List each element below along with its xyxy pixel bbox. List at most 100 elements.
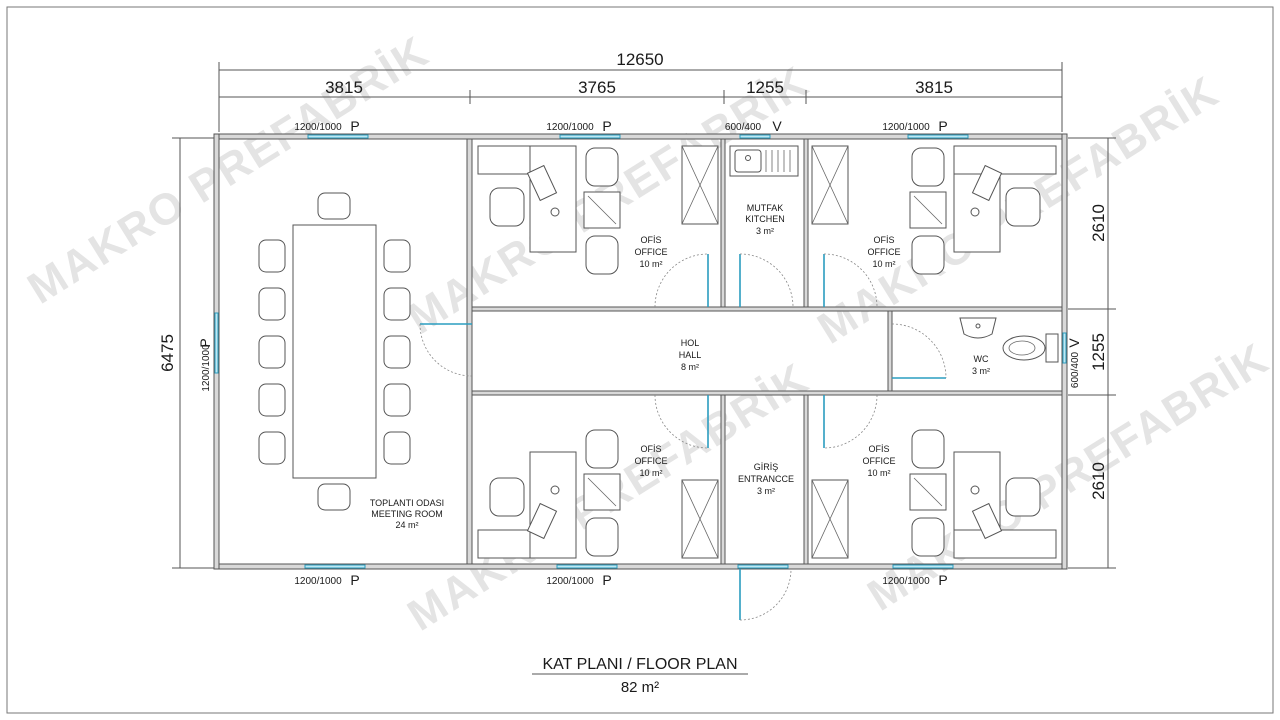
room-meeting-name-en: MEETING ROOM [371,509,443,519]
window-labels: 1200/1000 P 1200/1000 P 600/400 V 1200/1… [197,118,1082,588]
office-furniture-top-left [477,145,719,275]
keyboard-icon [526,502,558,540]
room-office-bl-name-tr: OFİS [640,444,661,454]
room-hall-name-tr: HOL [681,338,700,348]
wc-fixtures [959,317,1059,363]
keyboard-icon [526,164,558,202]
room-office-br-area: 10 m² [867,468,890,478]
window-mark-p: P [602,572,611,588]
window-mark-p: P [938,572,947,588]
dim-segment-3: 1255 [746,78,784,97]
room-kitchen-name-en: KITCHEN [745,214,785,224]
room-wc-name: WC [974,354,989,364]
office-furniture-bottom-right [811,429,1057,559]
chair-icon [585,517,619,557]
room-office-br-name-en: OFFICE [863,456,896,466]
toilet-tank [1045,333,1059,363]
dim-total-width: 12650 [616,50,663,69]
chair-icon [911,429,945,469]
plan-title: KAT PLANI / FLOOR PLAN 82 m² [532,656,748,696]
drawing-border [6,6,1274,714]
mouse-icon [970,485,980,495]
chair-icon [1005,187,1041,227]
window-label-right: 600/400 [1070,351,1081,388]
window-label-bottom-2: 1200/1000 [546,576,594,587]
room-office-tl-area: 10 m² [639,259,662,269]
desk [529,451,577,559]
window-label-top-4: 1200/1000 [882,122,930,133]
room-office-tr-area: 10 m² [872,259,895,269]
window-label-bottom-3: 1200/1000 [882,576,930,587]
mouse-icon [550,207,560,217]
right-dimensions: 2610 1255 2610 [1068,137,1116,569]
kitchen-sink-icon [729,145,799,177]
room-office-bl-area: 10 m² [639,468,662,478]
room-kitchen-area: 3 m² [756,226,774,236]
chair-icon [911,147,945,187]
plan-title-text: KAT PLANI / FLOOR PLAN [542,656,737,673]
window-mark-p: P [350,572,359,588]
chair-icon [585,235,619,275]
keyboard-icon [971,164,1003,202]
office-furniture-bottom-left [477,429,719,559]
chair-icon [585,147,619,187]
room-wc-area: 3 m² [972,366,990,376]
chair-icon [258,239,286,465]
window-mark-v: V [1066,338,1082,348]
room-entrance-area: 3 m² [757,486,775,496]
room-meeting-area: 24 m² [395,520,418,530]
room-office-br-name-tr: OFİS [868,444,889,454]
chair-icon [585,429,619,469]
chair-icon [383,239,411,465]
room-office-bl-name-en: OFFICE [635,456,668,466]
dim-right-top: 2610 [1089,204,1108,242]
window-mark-p: P [350,118,359,134]
mouse-icon [550,485,560,495]
room-office-tr-name-tr: OFİS [873,235,894,245]
plan-total-area: 82 m² [621,679,659,696]
chair-icon [489,187,525,227]
keyboard-icon [971,502,1003,540]
mouse-icon [970,207,980,217]
room-hall-name-en: HALL [679,350,702,360]
conference-table [292,224,377,479]
window-label-left: 1200/1000 [201,344,212,392]
doors [419,253,947,621]
room-office-tr-name-en: OFFICE [868,247,901,257]
dim-total-height: 6475 [158,334,177,372]
chair-icon [911,517,945,557]
dim-segment-1: 3815 [325,78,363,97]
desk [529,145,577,253]
meeting-room-furniture [258,192,411,511]
dim-segment-2: 3765 [578,78,616,97]
window-label-top-2: 1200/1000 [546,122,594,133]
toilet-icon [1002,335,1046,361]
left-dimensions: 6475 [158,137,214,569]
dim-segment-4: 3815 [915,78,953,97]
office-furniture-top-right [811,145,1057,275]
window-label-top-3: 600/400 [725,122,762,133]
window-mark-p: P [938,118,947,134]
room-labels: TOPLANTI ODASI MEETING ROOM 24 m² OFİS O… [370,203,990,530]
window-mark-p: P [602,118,611,134]
room-office-tl-name-en: OFFICE [635,247,668,257]
room-meeting-name-tr: TOPLANTI ODASI [370,498,444,508]
window-mark-v: V [772,118,782,134]
dim-right-middle: 1255 [1089,333,1108,371]
chair-icon [911,235,945,275]
chair-icon [1005,477,1041,517]
window-label-top-1: 1200/1000 [294,122,342,133]
room-entrance-name-en: ENTRANCCE [738,474,794,484]
room-office-tl-name-tr: OFİS [640,235,661,245]
dim-right-bottom: 2610 [1089,462,1108,500]
room-hall-area: 8 m² [681,362,699,372]
chair-icon [317,192,351,220]
windows [214,134,1067,569]
chair-icon [489,477,525,517]
chair-icon [317,483,351,511]
room-entrance-name-tr: GİRİŞ [754,462,779,472]
window-mark-p: P [197,338,213,347]
top-dimensions: 12650 3815 3765 1255 3815 [218,50,1063,132]
window-label-bottom-1: 1200/1000 [294,576,342,587]
